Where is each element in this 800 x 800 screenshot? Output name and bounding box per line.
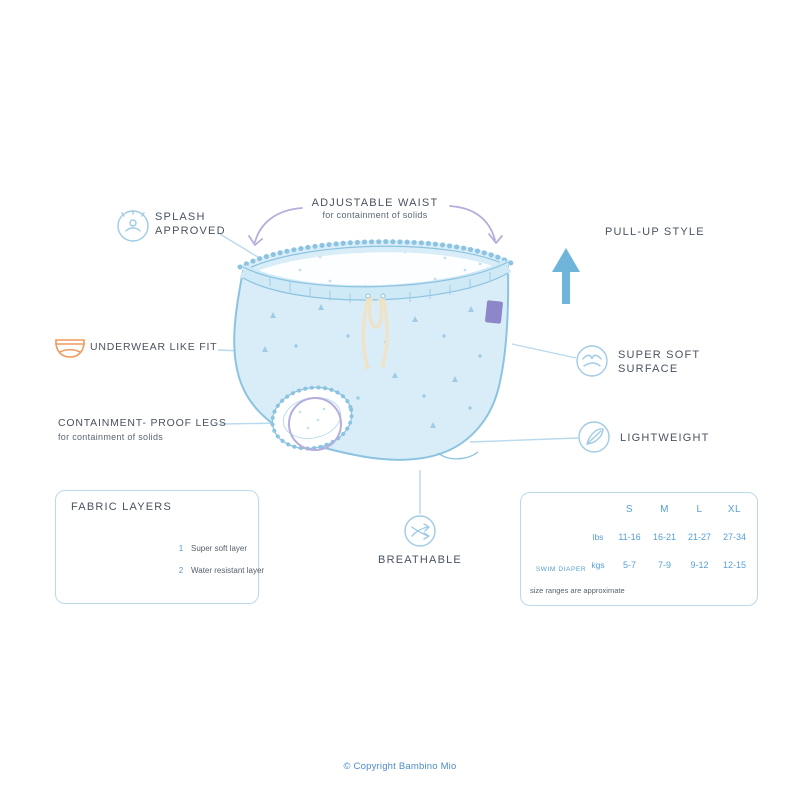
feature-label-containment-legs: CONTAINMENT- PROOF LEGS for containment … (58, 416, 227, 442)
fabric-layers-title: FABRIC LAYERS (71, 501, 172, 513)
splash-icon (117, 210, 149, 242)
splash-line1: SPLASH (155, 211, 206, 223)
swim-diaper-illustration (233, 239, 514, 461)
waistband-gathers (269, 272, 491, 303)
layer-1-number: 1 (178, 544, 184, 553)
size-unit-lbs: lbs (592, 532, 604, 542)
feature-label-pull-up-style: PULL-UP STYLE (605, 226, 705, 238)
drawstring (361, 296, 389, 368)
splash-line2: APPROVED (155, 225, 226, 237)
waist-arrows (248, 205, 503, 246)
soft-surface-icon (576, 345, 608, 377)
feature-label-adjustable-waist: ADJUSTABLE WAIST for containment of soli… (275, 196, 475, 220)
adjustable-waist-title: ADJUSTABLE WAIST (311, 197, 439, 209)
underwear-icon (55, 339, 85, 358)
layer-2-number: 2 (178, 566, 184, 575)
kgs-l: 9-12 (690, 560, 709, 570)
size-unit-kgs: kgs (591, 560, 605, 570)
super-soft-line2: SURFACE (618, 363, 679, 375)
lbs-s: 11-16 (618, 532, 641, 542)
waistband-back-ruffle (237, 239, 514, 270)
layer-2-label: Water resistant layer (191, 566, 265, 575)
feather-icon (578, 421, 610, 453)
leg-highlight-circle (288, 397, 342, 451)
containment-legs-title: CONTAINMENT- PROOF LEGS (58, 417, 227, 429)
callout-line-super-soft (511, 343, 577, 359)
waist-arrow-left-head (248, 235, 263, 246)
size-col-m: M (660, 504, 669, 515)
fabric-layers-panel: FABRIC LAYERS (55, 490, 259, 604)
layer-1-label: Super soft layer (191, 544, 248, 553)
size-chart-product-label: SWIM DIAPER (535, 566, 587, 573)
lbs-l: 21-27 (687, 532, 712, 542)
size-chart-note: size ranges are approximate (530, 586, 625, 595)
waist-arrow-right-head (488, 233, 503, 244)
kgs-xl: 12-15 (722, 560, 747, 570)
lbs-m: 16-21 (652, 532, 677, 542)
super-soft-line1: SUPER SOFT (618, 349, 701, 361)
leg-opening (270, 385, 354, 451)
copyright-text: © Copyright Bambino Mio (343, 761, 457, 772)
lbs-xl: 27-34 (722, 532, 747, 542)
waist-arrow-left (254, 207, 303, 243)
side-tag (485, 300, 503, 324)
pull-up-arrow-icon (552, 248, 580, 304)
right-leg-edge (437, 451, 479, 460)
containment-legs-sub: for containment of solids (58, 432, 164, 442)
feature-label-splash-approved: SPLASH APPROVED (155, 210, 226, 238)
kgs-s: 5-7 (622, 560, 636, 570)
feature-label-super-soft: SUPER SOFT SURFACE (618, 348, 700, 376)
feature-label-lightweight: LIGHTWEIGHT (620, 432, 710, 444)
breathable-icon (404, 515, 436, 547)
size-col-l: L (696, 504, 703, 515)
feature-label-breathable: BREATHABLE (378, 554, 462, 566)
adjustable-waist-sub: for containment of solids (322, 210, 428, 220)
callout-line-lightweight (469, 437, 579, 443)
kgs-m: 7-9 (657, 560, 671, 570)
waistband-front (239, 259, 512, 300)
size-chart-panel (520, 492, 758, 606)
size-col-xl: XL (727, 504, 742, 515)
diaper-pattern (262, 304, 482, 428)
waist-arrow-right (449, 205, 496, 241)
feature-label-underwear-fit: UNDERWEAR LIKE FIT (90, 341, 218, 353)
size-col-s: S (625, 504, 634, 515)
